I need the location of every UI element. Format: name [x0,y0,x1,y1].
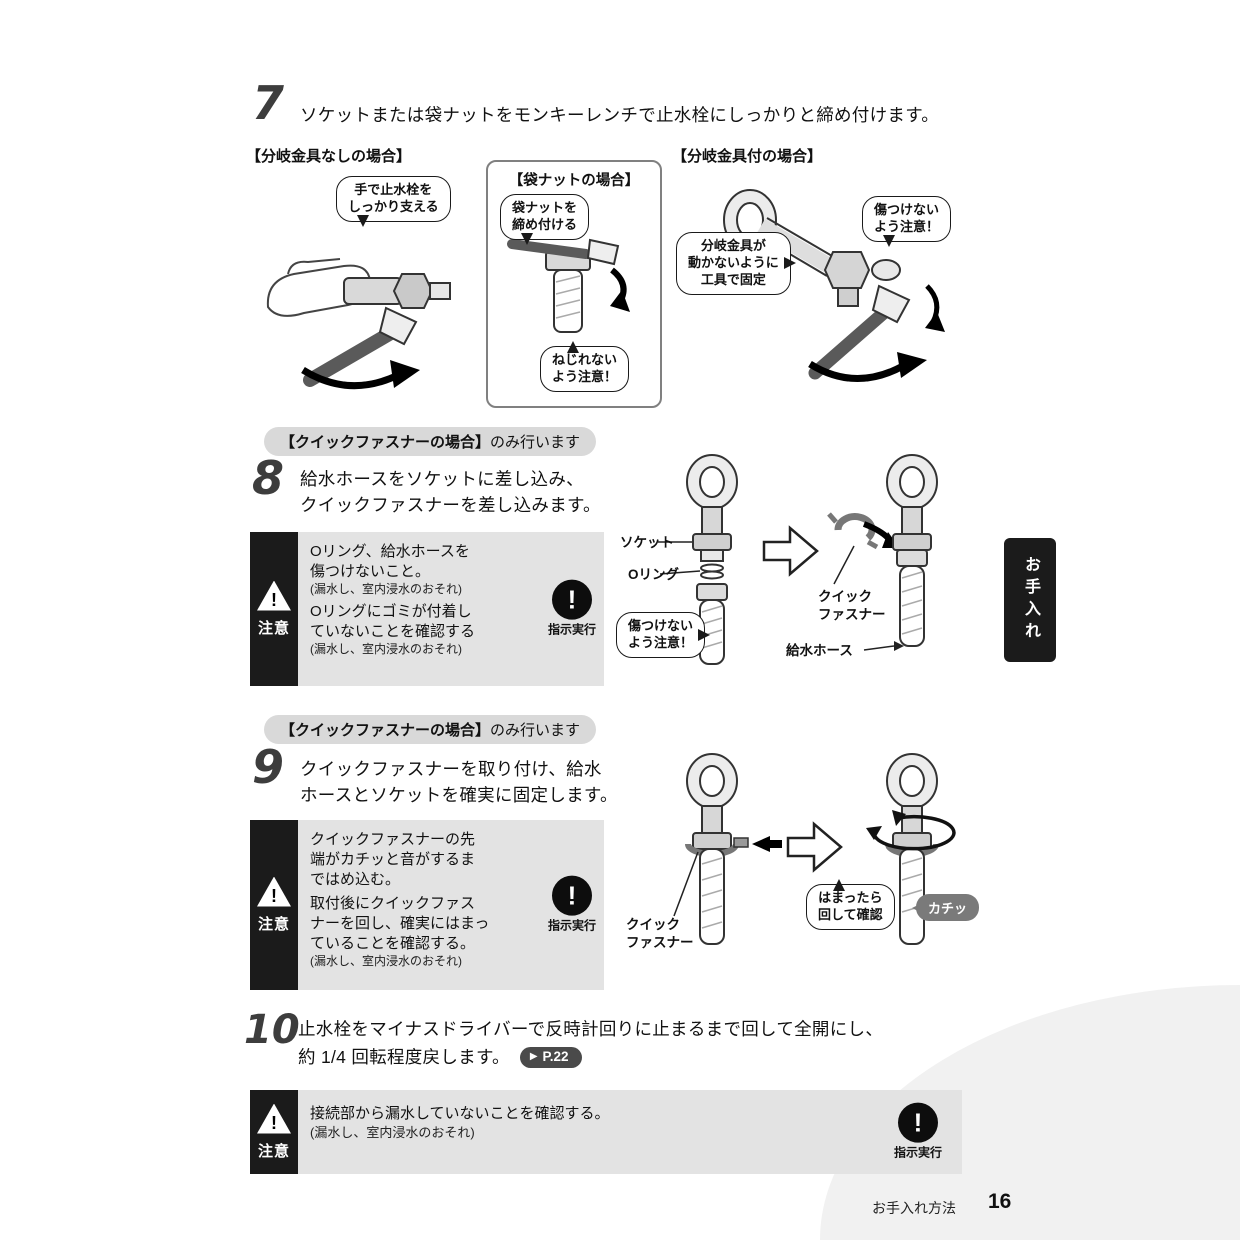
step7-no-branch-illustration [266,258,451,390]
warning-triangle-icon: ! [257,580,291,611]
caution-note: (漏水し、室内浸水のおそれ) [310,581,462,596]
exclamation-circle-icon: ! [551,875,592,916]
quick-fastener-tag-2: 【クイックファスナーの場合】のみ行います [264,715,597,744]
warning-triangle-icon: ! [257,1103,291,1134]
play-icon: ▶ [529,1050,538,1062]
rotate-arrow-icon [866,810,956,851]
caution-item: Oリングにゴミが付着し ていないことを確認する [310,603,476,641]
bubble-no-scratch: 傷つけない よう注意！ [862,196,952,247]
footer-section-label: お手入れ方法 [872,1200,956,1216]
quick-fastener-tag-bold: 【クイックファスナーの場合】 [280,722,491,739]
page-22-link-label: P.22 [542,1048,569,1064]
page-22-link[interactable]: ▶ P.22 [519,1046,582,1068]
socket-valve-connected-illustration [886,454,938,647]
caution-label-column: ! 注意 [250,1090,298,1174]
step7-nut-case-illustration [507,238,630,333]
stop-valve-illustration [343,273,451,309]
case-heading-nut: 【袋ナットの場合】 [508,173,640,189]
do-instruction-label: 指示実行 [547,622,596,637]
socket-label: ソケット [620,535,674,550]
quick-fastener-tag-rest: のみ行います [490,434,581,451]
caution-label: 注意 [257,619,290,637]
caution-note: (漏水し、室内浸水のおそれ) [310,953,462,968]
bottom-caution-box: ! 注意 接続部から漏水していないことを確認する。 (漏水し、室内浸水のおそれ)… [250,1090,962,1174]
case-heading-no-branch: 【分岐金具なしの場合】 [246,148,412,165]
bubble-no-twist: ねじれない よう注意！ [540,341,630,392]
fastener-leader-line [833,545,855,585]
branch-valve-illustration [823,251,901,307]
do-instruction-label: 指示実行 [547,918,596,933]
step8-number: 8 [252,451,285,505]
exclamation-circle-icon: ! [551,579,592,620]
section-side-tab: お手入れ [1004,538,1056,662]
caution-body: 接続部から漏水していないことを確認する。 (漏水し、室内浸水のおそれ) ! 指示… [298,1090,962,1174]
caution-body: クイックファスナーの先 端がカチッと音がするま ではめ込む。 取付後にクイックフ… [298,820,604,990]
fastener-leader-line [673,851,699,917]
caution-item: Oリング、給水ホースを 傷つけないこと。 [310,543,470,580]
quick-fastener-tag-rest: のみ行います [490,722,581,739]
step9-caution-box: ! 注意 クイックファスナーの先 端がカチッと音がするま ではめ込む。 取付後に… [250,820,604,990]
turn-arrow-icon [301,360,420,390]
click-sound-badge: カチッ [911,894,980,921]
step9-text: クイックファスナーを取り付け、給水 ホースとソケットを確実に固定します。 [300,759,618,806]
quick-fastener-tag-bold: 【クイックファスナーの場合】 [280,434,491,451]
do-instruction-icon: ! 指示実行 [547,579,596,639]
quick-fastener-illustration [827,512,879,550]
hose-leader-arrow [863,641,904,651]
step9-diagram [673,753,956,945]
wrench-illustration [507,238,620,266]
warning-triangle-icon: ! [257,876,291,907]
oring-leader-line [659,570,701,575]
section-side-tab-label: お手入れ [1022,556,1039,644]
step8-text: 給水ホースをソケットに差し込み、 クイックファスナーを差し込みます。 [300,469,601,516]
valve-with-fastener-illustration [685,753,749,945]
step7-number: 7 [252,76,285,130]
turn-arrow-icon [610,267,630,312]
caution-label: 注意 [257,915,290,933]
hose-label: 給水ホース [786,643,853,658]
next-step-arrow-icon [786,821,843,873]
step10-number: 10 [244,1007,300,1053]
step8-diagram [658,454,938,665]
quick-fastener-tag: 【クイックファスナーの場合】のみ行います [264,427,597,456]
caution-body: Oリング、給水ホースを 傷つけないこと。 (漏水し、室内浸水のおそれ) Oリング… [298,532,604,686]
quick-fastener-label: クイック ファスナー [818,589,886,622]
valve-rotate-check-illustration [885,753,939,945]
turn-arrow-icon [808,352,927,382]
step8-caution-box: ! 注意 Oリング、給水ホースを 傷つけないこと。 (漏水し、室内浸水のおそれ)… [250,532,604,686]
do-instruction-icon: ! 指示実行 [547,875,596,935]
socket-valve-illustration [686,454,738,665]
caution-item: 接続部から漏水していないことを確認する。 [310,1105,610,1122]
case-heading-with-branch: 【分岐金具付の場合】 [672,148,823,165]
bubble-hold-valve: 手で止水栓を しっかり支える [336,176,451,227]
push-arrow-icon [752,836,782,852]
caution-item: 取付後にクイックファス ナーを回し、確実にはまっ ていることを確認する。 [310,895,490,952]
caution-label: 注意 [257,1142,290,1160]
caution-label-column: ! 注意 [250,532,298,686]
wrench-illustration [303,306,418,387]
step10-line1: 止水栓をマイナスドライバーで反時計回りに止まるまで回して全開にし、 [298,1019,884,1039]
page-number: 16 [988,1190,1012,1213]
do-instruction-icon: ! 指示実行 [893,1102,942,1162]
do-instruction-label: 指示実行 [893,1145,942,1160]
bubble-no-scratch-step8: 傷つけない よう注意！ [616,612,711,658]
oring-label: Oリング [628,567,680,582]
step10-line2: 約 1/4 回転程度戻します。 [298,1047,510,1067]
quick-fastener-label: クイック ファスナー [626,917,694,950]
exclamation-circle-icon: ! [897,1102,938,1143]
next-step-arrow-icon [762,525,819,577]
hose-illustration [553,269,583,333]
caution-item: クイックファスナーの先 端がカチッと音がするま ではめ込む。 [310,831,476,888]
caution-note: (漏水し、室内浸水のおそれ) [310,642,462,657]
caution-note: (漏水し、室内浸水のおそれ) [310,1124,475,1140]
step9-number: 9 [252,740,285,794]
bubble-rotate-check: はまったら 回して確認 [806,879,895,930]
bubble-fix-fitting: 分岐金具が 動かないように 工具で固定 [676,232,796,295]
caution-label-column: ! 注意 [250,820,298,990]
bubble-tighten-nut: 袋ナットを 締め付ける [500,194,590,245]
wrench-illustration [808,284,911,380]
step7-text: ソケットまたは袋ナットをモンキーレンチで止水栓にしっかりと締め付けます。 [300,105,940,125]
small-turn-arrow-icon [925,284,945,332]
